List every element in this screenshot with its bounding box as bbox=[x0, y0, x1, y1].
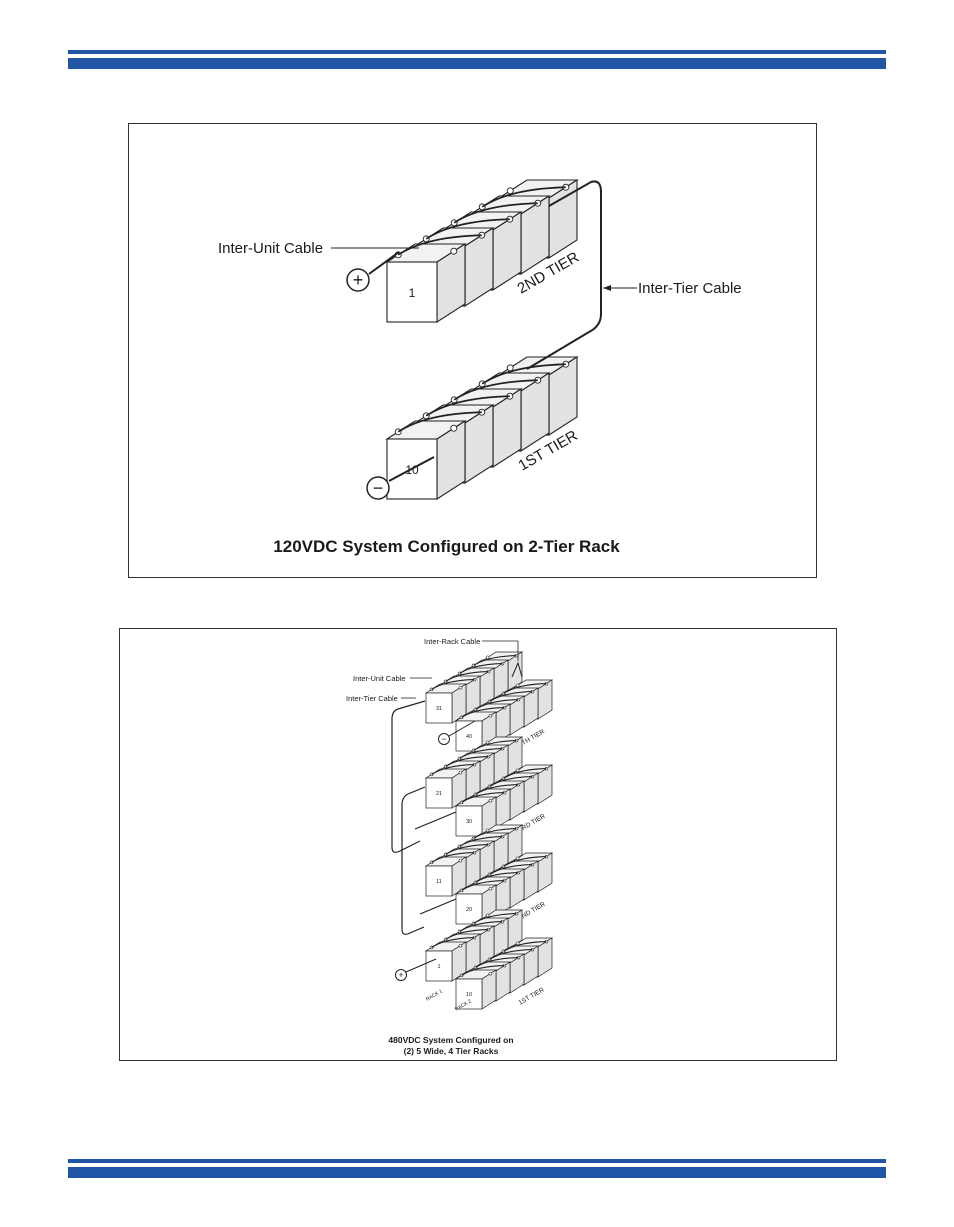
inter-tier-cable-a bbox=[391, 700, 426, 853]
tier2-inter-unit-cable bbox=[397, 234, 482, 256]
tier4-front-inter-unit-cable bbox=[461, 707, 505, 718]
inter-tier-cable-label-2: Inter-Tier Cable bbox=[346, 694, 398, 703]
inter-rack-cable-label: Inter-Rack Cable bbox=[424, 637, 480, 646]
positive-lead bbox=[368, 251, 400, 275]
svg-text:−: − bbox=[373, 478, 384, 498]
tier2-back-inter-unit-cable bbox=[445, 844, 489, 855]
rack-1-label: RACK 1 bbox=[425, 988, 444, 1002]
tier3-front-unit-30: 30 bbox=[454, 796, 498, 837]
svg-text:+: + bbox=[398, 970, 403, 980]
tier2-front-inter-unit-cable bbox=[503, 856, 547, 867]
tier2-back-inter-unit-cable bbox=[431, 852, 475, 863]
tier1-front-inter-unit-cable bbox=[503, 941, 547, 952]
figure-120vdc-diagram: 54321678910 Inter-Unit Cable Inter-Tier … bbox=[218, 178, 742, 501]
header-band-thick bbox=[68, 58, 886, 69]
footer-band-thick bbox=[68, 1167, 886, 1178]
tier3-back-inter-unit-cable bbox=[445, 756, 489, 767]
inter-tier-cable bbox=[526, 180, 602, 370]
tier4-back-unit-31: 31 bbox=[424, 683, 468, 724]
svg-text:−: − bbox=[441, 734, 446, 744]
tier4-front-inter-unit-cable bbox=[489, 691, 533, 702]
figure-480vdc-frame: 353433323136373839404TH TIER252423222126… bbox=[119, 628, 837, 1061]
tier2-back-unit-11: 11 bbox=[424, 856, 468, 897]
tier2-front-unit-number: 20 bbox=[466, 907, 472, 913]
tier1-inter-unit-cable bbox=[397, 411, 482, 433]
inter-unit-cable-label: Inter-Unit Cable bbox=[218, 240, 323, 257]
negative-terminal-icon-2: − bbox=[438, 733, 450, 745]
tier4-back-inter-unit-cable bbox=[459, 663, 503, 674]
negative-lead bbox=[388, 456, 435, 482]
tier3-front-inter-unit-cable bbox=[475, 784, 519, 795]
tier1-back-inter-unit-cable bbox=[473, 913, 517, 924]
tier1-inter-unit-cable bbox=[453, 379, 538, 401]
positive-lead-2 bbox=[405, 958, 437, 973]
tier4-back-inter-unit-cable bbox=[473, 655, 517, 666]
tier1-unit-number: 10 bbox=[405, 463, 419, 477]
tier4-back-inter-unit-cable bbox=[445, 671, 489, 682]
tier3-back-inter-unit-cable bbox=[459, 748, 503, 759]
inter-tier-cable-c bbox=[414, 811, 457, 830]
tier3-front-inter-unit-cable bbox=[461, 792, 505, 803]
tier3-front-inter-unit-cable bbox=[503, 768, 547, 779]
inter-unit-cable-label-2: Inter-Unit Cable bbox=[353, 674, 406, 683]
tier3-back-unit-21: 21 bbox=[424, 768, 468, 809]
positive-terminal-icon: + bbox=[346, 268, 370, 292]
tier4-back-unit-number: 31 bbox=[436, 706, 442, 712]
footer-band-thin bbox=[68, 1159, 886, 1163]
tier2-back-inter-unit-cable bbox=[459, 836, 503, 847]
tier2-front-inter-unit-cable bbox=[475, 872, 519, 883]
tier1-front-inter-unit-cable bbox=[489, 949, 533, 960]
tier2-inter-unit-cable bbox=[425, 218, 510, 240]
tier3-back-unit-number: 21 bbox=[436, 791, 442, 797]
tier1-back-inter-unit-cable bbox=[431, 937, 475, 948]
tier1-front-unit-10: 10 bbox=[454, 969, 498, 1010]
inter-tier-cable-b bbox=[401, 786, 426, 935]
tier1-front-inter-unit-cable bbox=[461, 965, 505, 976]
tier4-back-inter-unit-cable bbox=[431, 679, 475, 690]
tier2-unit-1: 1 bbox=[385, 242, 467, 324]
inter-tier-cable-d bbox=[419, 898, 457, 915]
tier2-inter-unit-cable bbox=[481, 186, 566, 208]
positive-terminal-icon-2: + bbox=[395, 969, 407, 981]
figure-480vdc-caption-line2: (2) 5 Wide, 4 Tier Racks bbox=[404, 1046, 499, 1056]
negative-lead-2 bbox=[448, 720, 476, 737]
tier4-front-inter-unit-cable bbox=[503, 683, 547, 694]
figure-480vdc-diagram: 353433323136373839404TH TIER252423222126… bbox=[346, 637, 554, 1056]
tier2-back-unit-number: 11 bbox=[436, 879, 442, 885]
tier2-front-inter-unit-cable bbox=[461, 880, 505, 891]
tier1-back-unit-number: 1 bbox=[437, 964, 440, 970]
negative-terminal-icon: − bbox=[366, 476, 390, 500]
tier1-inter-unit-cable bbox=[481, 363, 566, 385]
tier2-front-unit-20: 20 bbox=[454, 884, 498, 925]
inter-rack-cable bbox=[511, 661, 523, 678]
tier1-front-unit-number: 10 bbox=[466, 992, 472, 998]
figure-480vdc-caption-line1: 480VDC System Configured on bbox=[388, 1035, 513, 1045]
svg-text:+: + bbox=[353, 270, 364, 290]
tier1-back-inter-unit-cable bbox=[445, 929, 489, 940]
tier3-front-unit-number: 30 bbox=[466, 819, 472, 825]
tier1-unit-10: 10 bbox=[385, 419, 467, 501]
tier2-inter-unit-cable bbox=[453, 202, 538, 224]
tier1-back-unit-1: 1 bbox=[424, 941, 468, 982]
tier1-back-inter-unit-cable bbox=[459, 921, 503, 932]
figure-120vdc-frame: 54321678910 Inter-Unit Cable Inter-Tier … bbox=[128, 123, 817, 578]
tier2-front-inter-unit-cable bbox=[489, 864, 533, 875]
inter-tier-cable-label: Inter-Tier Cable bbox=[638, 280, 742, 297]
tier1-inter-unit-cable bbox=[425, 395, 510, 417]
figure-120vdc-caption: 120VDC System Configured on 2-Tier Rack bbox=[273, 537, 620, 556]
tier2-unit-number: 1 bbox=[409, 286, 416, 300]
tier-label: 1ST TIER bbox=[518, 986, 546, 1006]
tier4-front-inter-unit-cable bbox=[475, 699, 519, 710]
tier2-back-inter-unit-cable bbox=[473, 828, 517, 839]
tier3-back-inter-unit-cable bbox=[473, 740, 517, 751]
tier4-front-unit-number: 40 bbox=[466, 734, 472, 740]
tier3-back-inter-unit-cable bbox=[431, 764, 475, 775]
header-band-thin bbox=[68, 50, 886, 54]
tier3-front-inter-unit-cable bbox=[489, 776, 533, 787]
tier1-front-inter-unit-cable bbox=[475, 957, 519, 968]
